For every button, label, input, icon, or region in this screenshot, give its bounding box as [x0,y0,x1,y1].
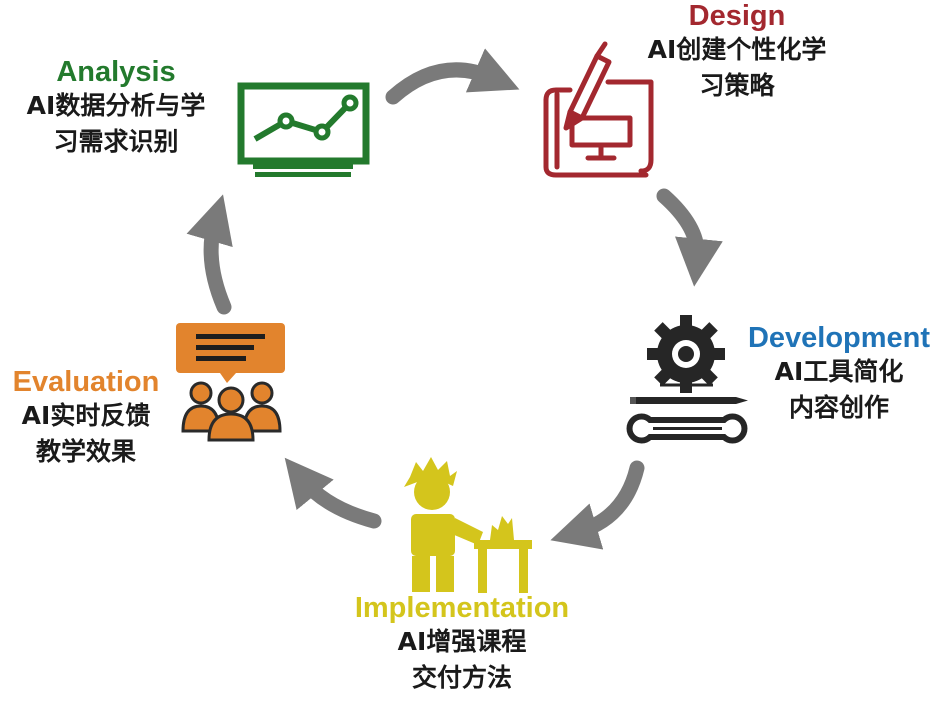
stage-title-analysis: Analysis [56,56,176,88]
pencil-blueprint-icon [543,41,654,178]
stage-desc-design-line1: AI创建个性化学 [647,35,827,64]
stage-desc-analysis-line1: AI数据分析与学 [26,91,206,120]
arrow-analysis-to-design [385,48,520,105]
stage-title-evaluation: Evaluation [12,366,160,398]
gear-tools-icon [626,315,748,444]
stage-design: Design AI创建个性化学 习策略 [624,0,850,104]
monitor-chart-icon [237,82,370,177]
stage-desc-implementation-line2: 交付方法 [411,663,512,692]
stage-analysis: Analysis AI数据分析与学 习需求识别 [6,56,226,160]
stage-title-implementation: Implementation [354,592,570,624]
arrow-implementation-to-evaluation [284,457,382,529]
stage-title-development: Development [747,322,931,354]
stage-desc-development-line2: 内容创作 [788,393,889,422]
feedback-group-icon [176,323,285,442]
stage-development: Development AI工具简化 内容创作 [735,322,943,426]
stage-desc-evaluation-line2: 教学效果 [35,437,136,466]
stage-desc-design-line2: 习策略 [699,71,775,100]
arrow-development-to-implementation [550,460,645,550]
stage-desc-evaluation-line1: AI实时反馈 [21,401,151,430]
stage-evaluation: Evaluation AI实时反馈 教学效果 [0,366,172,470]
cycle-arrows [186,48,723,550]
stage-desc-analysis-line2: 习需求识别 [53,127,179,156]
stage-implementation: Implementation AI增强课程 交付方法 [338,592,586,696]
worker-table-icon [404,457,532,593]
arrow-design-to-development [656,188,723,287]
stage-desc-development-line1: AI工具简化 [774,357,904,386]
stage-desc-implementation-line1: AI增强课程 [397,627,527,656]
stage-title-design: Design [688,0,786,32]
arrow-evaluation-to-analysis [186,194,233,315]
